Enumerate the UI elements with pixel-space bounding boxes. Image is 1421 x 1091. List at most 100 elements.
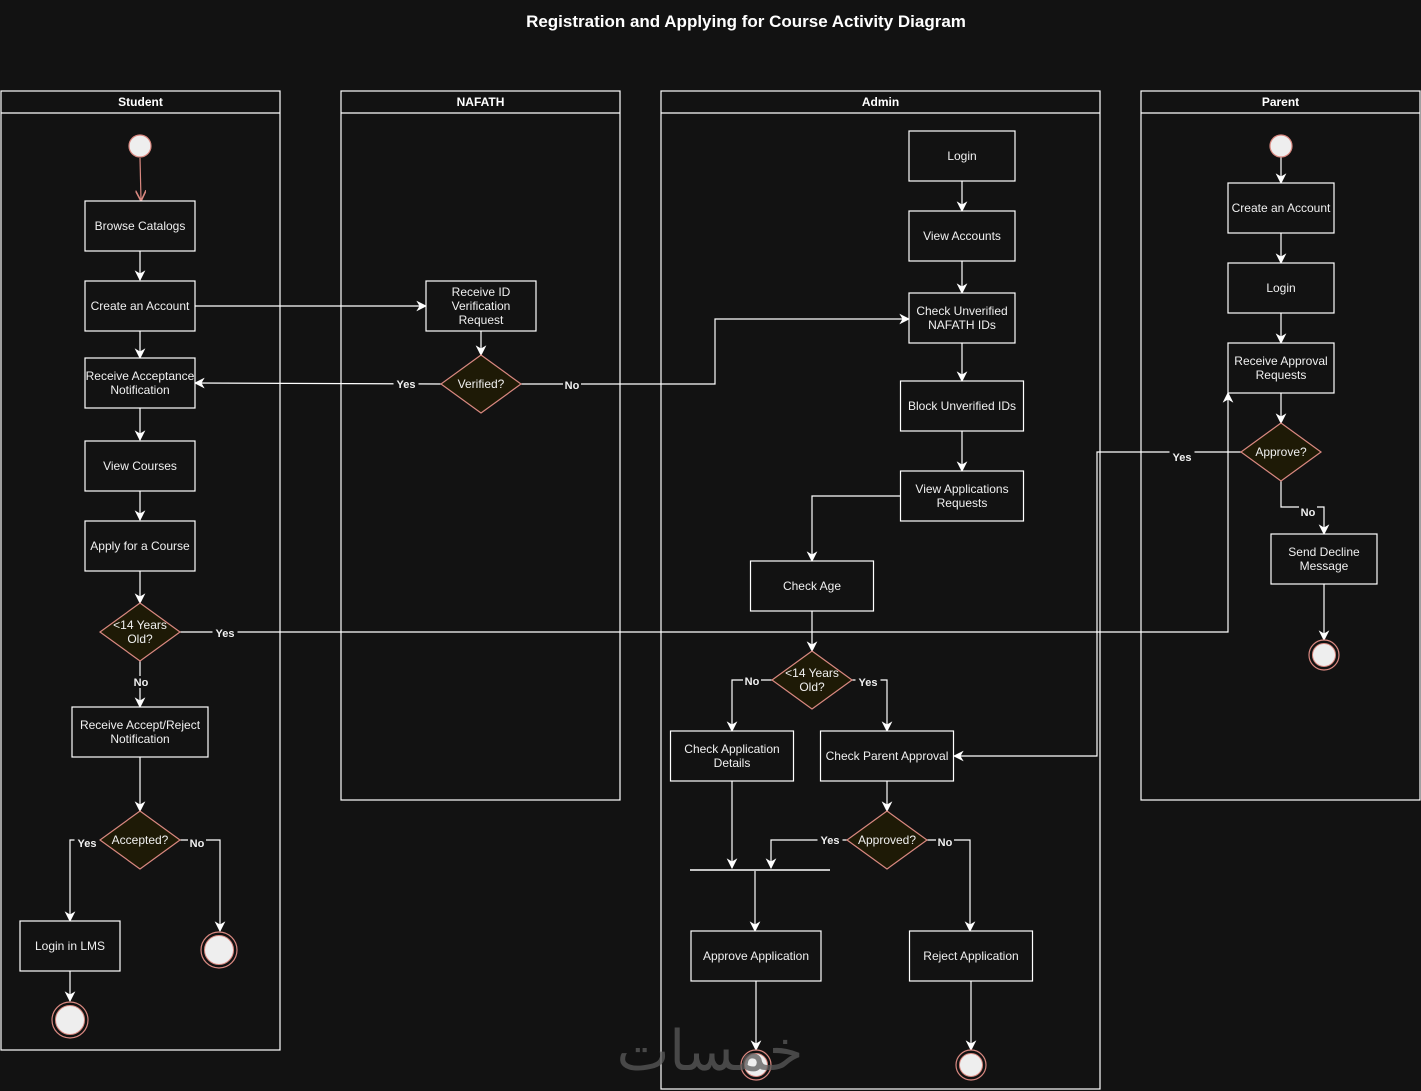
- node-label: Requests: [937, 496, 988, 510]
- edge-a_view_apps-to-a_check_age: [806, 495, 900, 563]
- action-box[interactable]: [1227, 182, 1335, 234]
- node-a-login[interactable]: Login: [908, 130, 1016, 182]
- action-box[interactable]: [1270, 533, 1378, 585]
- node-label: Login in LMS: [35, 939, 105, 953]
- action-box[interactable]: [908, 130, 1016, 182]
- node-s-end1[interactable]: [51, 1001, 89, 1039]
- decision-diamond[interactable]: [845, 810, 929, 870]
- node-label: Receive ID: [452, 285, 511, 299]
- final-node-inner-icon: [959, 1053, 983, 1077]
- decision-diamond[interactable]: [1239, 422, 1323, 482]
- decision-diamond[interactable]: [439, 354, 523, 414]
- node-label: Notification: [110, 383, 169, 397]
- action-box[interactable]: [899, 470, 1025, 522]
- node-label: NAFATH IDs: [928, 318, 996, 332]
- node-a-reject[interactable]: Reject Application: [908, 930, 1034, 982]
- node-label: Send Decline: [1288, 545, 1360, 559]
- edge-label-yes: Yes: [78, 838, 97, 850]
- node-label: <14 Years: [113, 618, 167, 632]
- node-s-view-courses[interactable]: View Courses: [84, 440, 196, 492]
- node-p-create[interactable]: Create an Account: [1227, 182, 1335, 234]
- node-label: Old?: [127, 632, 153, 646]
- node-s-login-lms[interactable]: Login in LMS: [19, 920, 121, 972]
- action-box[interactable]: [749, 560, 875, 612]
- node-a-view-acc[interactable]: View Accounts: [908, 210, 1016, 262]
- edge-label-bg: [817, 834, 843, 846]
- action-box[interactable]: [1227, 262, 1335, 314]
- node-a-approved[interactable]: Approved?: [845, 810, 929, 870]
- action-box[interactable]: [84, 200, 196, 252]
- node-p-login[interactable]: Login: [1227, 262, 1335, 314]
- action-box[interactable]: [669, 730, 795, 782]
- action-box[interactable]: [908, 210, 1016, 262]
- initial-node-icon: [1269, 134, 1293, 158]
- node-s-create[interactable]: Create an Account: [84, 280, 196, 332]
- edge-label-no: No: [938, 837, 953, 849]
- edge-label-yes: Yes: [1173, 452, 1192, 464]
- node-label: View Accounts: [923, 229, 1001, 243]
- edge-label-bg: [188, 837, 206, 849]
- lane-title: NAFATH: [457, 95, 505, 109]
- node-s-apply[interactable]: Apply for a Course: [84, 520, 196, 572]
- node-label: Message: [1300, 559, 1349, 573]
- decision-diamond[interactable]: [98, 602, 182, 662]
- edge-s_start-to-s_browse: [140, 157, 141, 200]
- decision-diamond[interactable]: [98, 810, 182, 870]
- node-p-approve[interactable]: Approve?: [1239, 422, 1323, 482]
- node-a-end1[interactable]: [740, 1049, 772, 1081]
- edge-label-bg: [936, 836, 954, 848]
- node-label: Login: [947, 149, 976, 163]
- node-a-block[interactable]: Block Unverified IDs: [899, 380, 1025, 432]
- action-box[interactable]: [908, 292, 1016, 344]
- edge-label-no: No: [134, 677, 149, 689]
- action-box[interactable]: [84, 280, 196, 332]
- node-label: Accepted?: [112, 833, 169, 847]
- action-box[interactable]: [84, 520, 196, 572]
- initial-node-icon: [128, 134, 152, 158]
- action-box[interactable]: [899, 380, 1025, 432]
- node-label: Block Unverified IDs: [908, 399, 1016, 413]
- edge-label-yes: Yes: [397, 379, 416, 391]
- action-box[interactable]: [84, 440, 196, 492]
- node-label: <14 Years: [785, 666, 839, 680]
- action-box[interactable]: [819, 730, 955, 782]
- node-s-browse[interactable]: Browse Catalogs: [84, 200, 196, 252]
- node-s-end2[interactable]: [200, 931, 238, 969]
- node-s-accepted[interactable]: Accepted?: [98, 810, 182, 870]
- action-box[interactable]: [690, 930, 822, 982]
- node-label: Receive Acceptance: [86, 369, 195, 383]
- action-box[interactable]: [1227, 342, 1335, 394]
- final-node-inner-icon: [744, 1053, 768, 1077]
- decision-diamond[interactable]: [770, 650, 854, 710]
- node-n-verified[interactable]: Verified?: [439, 354, 523, 414]
- action-box[interactable]: [908, 930, 1034, 982]
- edge-s_accepted-to-s_login_lms: [64, 839, 100, 923]
- node-s-start[interactable]: [128, 134, 152, 158]
- node-label: Browse Catalogs: [95, 219, 186, 233]
- node-a-approve[interactable]: Approve Application: [690, 930, 822, 982]
- node-a-check-parent[interactable]: Check Parent Approval: [819, 730, 955, 782]
- lane-parent: Parent: [1140, 90, 1421, 801]
- action-box[interactable]: [425, 280, 537, 332]
- action-box[interactable]: [19, 920, 121, 972]
- edge-label-bg: [212, 627, 238, 639]
- action-box[interactable]: [84, 357, 196, 409]
- action-box[interactable]: [71, 706, 209, 758]
- node-p-end[interactable]: [1308, 639, 1340, 671]
- node-a-check-age[interactable]: Check Age: [749, 560, 875, 612]
- node-p-start[interactable]: [1269, 134, 1293, 158]
- node-a-end2[interactable]: [955, 1049, 987, 1081]
- diagram-title: Registration and Applying for Course Act…: [526, 12, 966, 31]
